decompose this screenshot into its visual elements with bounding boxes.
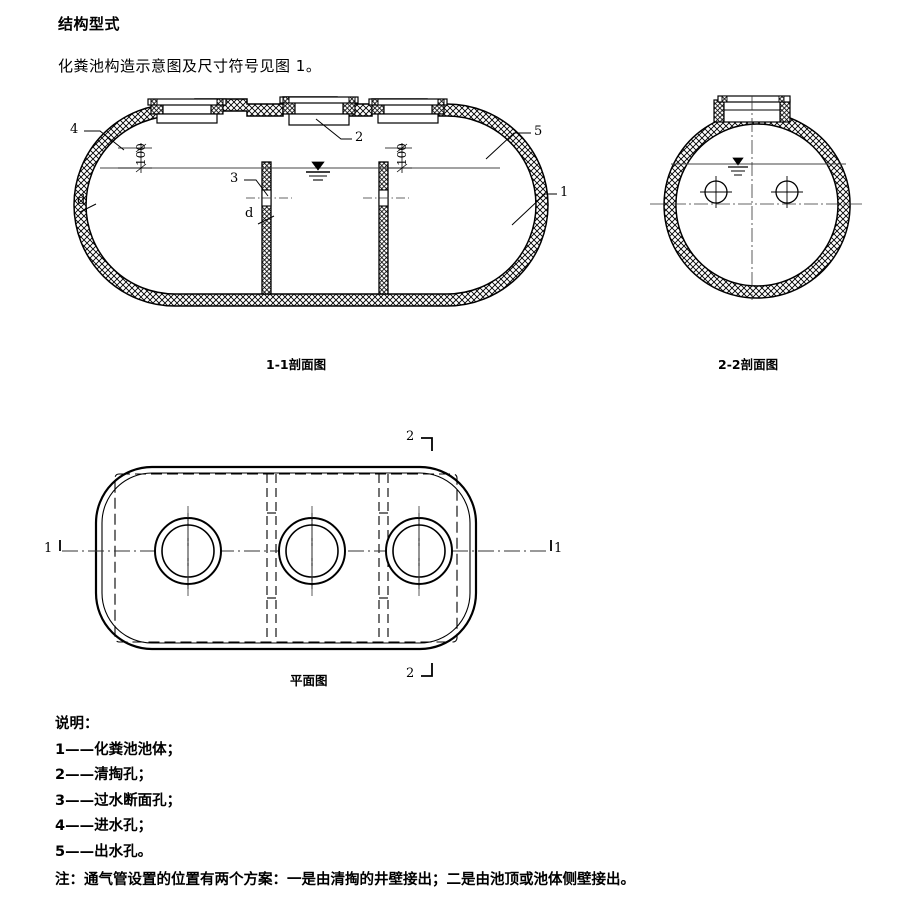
tank-ring-hatch <box>663 111 851 299</box>
access-shaft-middle <box>279 96 359 126</box>
callout-label-4: 4 <box>70 122 79 137</box>
leader-1 <box>511 193 557 226</box>
leader-5 <box>485 132 531 160</box>
partition-hidden-right <box>378 474 389 642</box>
manhole-plan-middle <box>278 513 346 589</box>
callout-label-5: 5 <box>534 124 543 139</box>
section-2-2-drawing <box>650 95 862 300</box>
plan-view-drawing <box>59 437 552 677</box>
legend-item-1: 1——化粪池池体； <box>55 741 182 758</box>
section-marker-label-1-left: 1 <box>44 541 53 556</box>
dimension-label-100-right: 100 <box>395 143 409 166</box>
legend-item-3: 3——过水断面孔； <box>55 792 182 809</box>
tank-outline-inner <box>101 472 471 644</box>
manhole-plan-left <box>154 513 222 589</box>
manhole-plan-right <box>385 513 453 589</box>
legend-note: 注：通气管设置的位置有两个方案：一是由清掏的井壁接出；二是由池顶或池体侧壁接出。 <box>55 872 635 888</box>
access-shaft-left <box>147 98 227 124</box>
water-level-symbol-22 <box>728 157 748 176</box>
leader-2 <box>315 118 352 140</box>
legend-item-2: 2——清掏孔； <box>55 767 153 783</box>
dimension-label-100-left: 100 <box>134 143 148 166</box>
access-shaft-right <box>368 98 448 124</box>
wall-thickness-tick-partition <box>257 215 275 225</box>
section-marker-label-2-bottom: 2 <box>406 666 415 681</box>
water-level-symbol <box>306 161 330 181</box>
dimension-label-d-outer: d <box>77 193 86 208</box>
section-marker-label-2-top: 2 <box>406 429 415 444</box>
callout-label-2: 2 <box>355 130 364 145</box>
access-shaft-top-22 <box>713 95 791 123</box>
callout-label-3: 3 <box>230 171 239 186</box>
legend-block: 说明： 1——化粪池池体； 2——清掏孔； 3——过水断面孔； 4——进水孔； … <box>55 712 181 865</box>
tank-outline-outer <box>94 465 478 651</box>
caption-section-2-2: 2-2剖面图 <box>718 357 779 372</box>
caption-section-1-1: 1-1剖面图 <box>266 357 327 372</box>
section-marker-label-1-right: 1 <box>554 541 563 556</box>
legend-title: 说明： <box>55 716 99 732</box>
pipe-opening-right-22 <box>771 176 803 208</box>
callout-label-1: 1 <box>560 185 569 200</box>
section-marker-2-bottom <box>421 663 433 677</box>
tank-wall-hatch <box>73 96 549 307</box>
pipe-opening-left-22 <box>700 176 732 208</box>
partition-wall-left <box>261 161 272 295</box>
section-marker-2-top <box>421 437 433 451</box>
partition-hidden-left <box>266 474 277 642</box>
partition-wall-right <box>378 161 389 295</box>
leader-3 <box>244 179 269 197</box>
section-1-1-drawing <box>73 96 557 307</box>
chamber-hidden-outline <box>114 473 458 643</box>
legend-item-5: 5——出水孔。 <box>55 843 153 860</box>
leader-4 <box>84 130 125 151</box>
page-title: 结构型式 <box>58 15 121 33</box>
dimension-label-d-partition: d <box>245 206 254 221</box>
legend-item-4: 4——进水孔； <box>55 818 153 834</box>
intro-text: 化粪池构造示意图及尺寸符号见图 1。 <box>58 57 322 75</box>
caption-plan-view: 平面图 <box>290 673 328 688</box>
